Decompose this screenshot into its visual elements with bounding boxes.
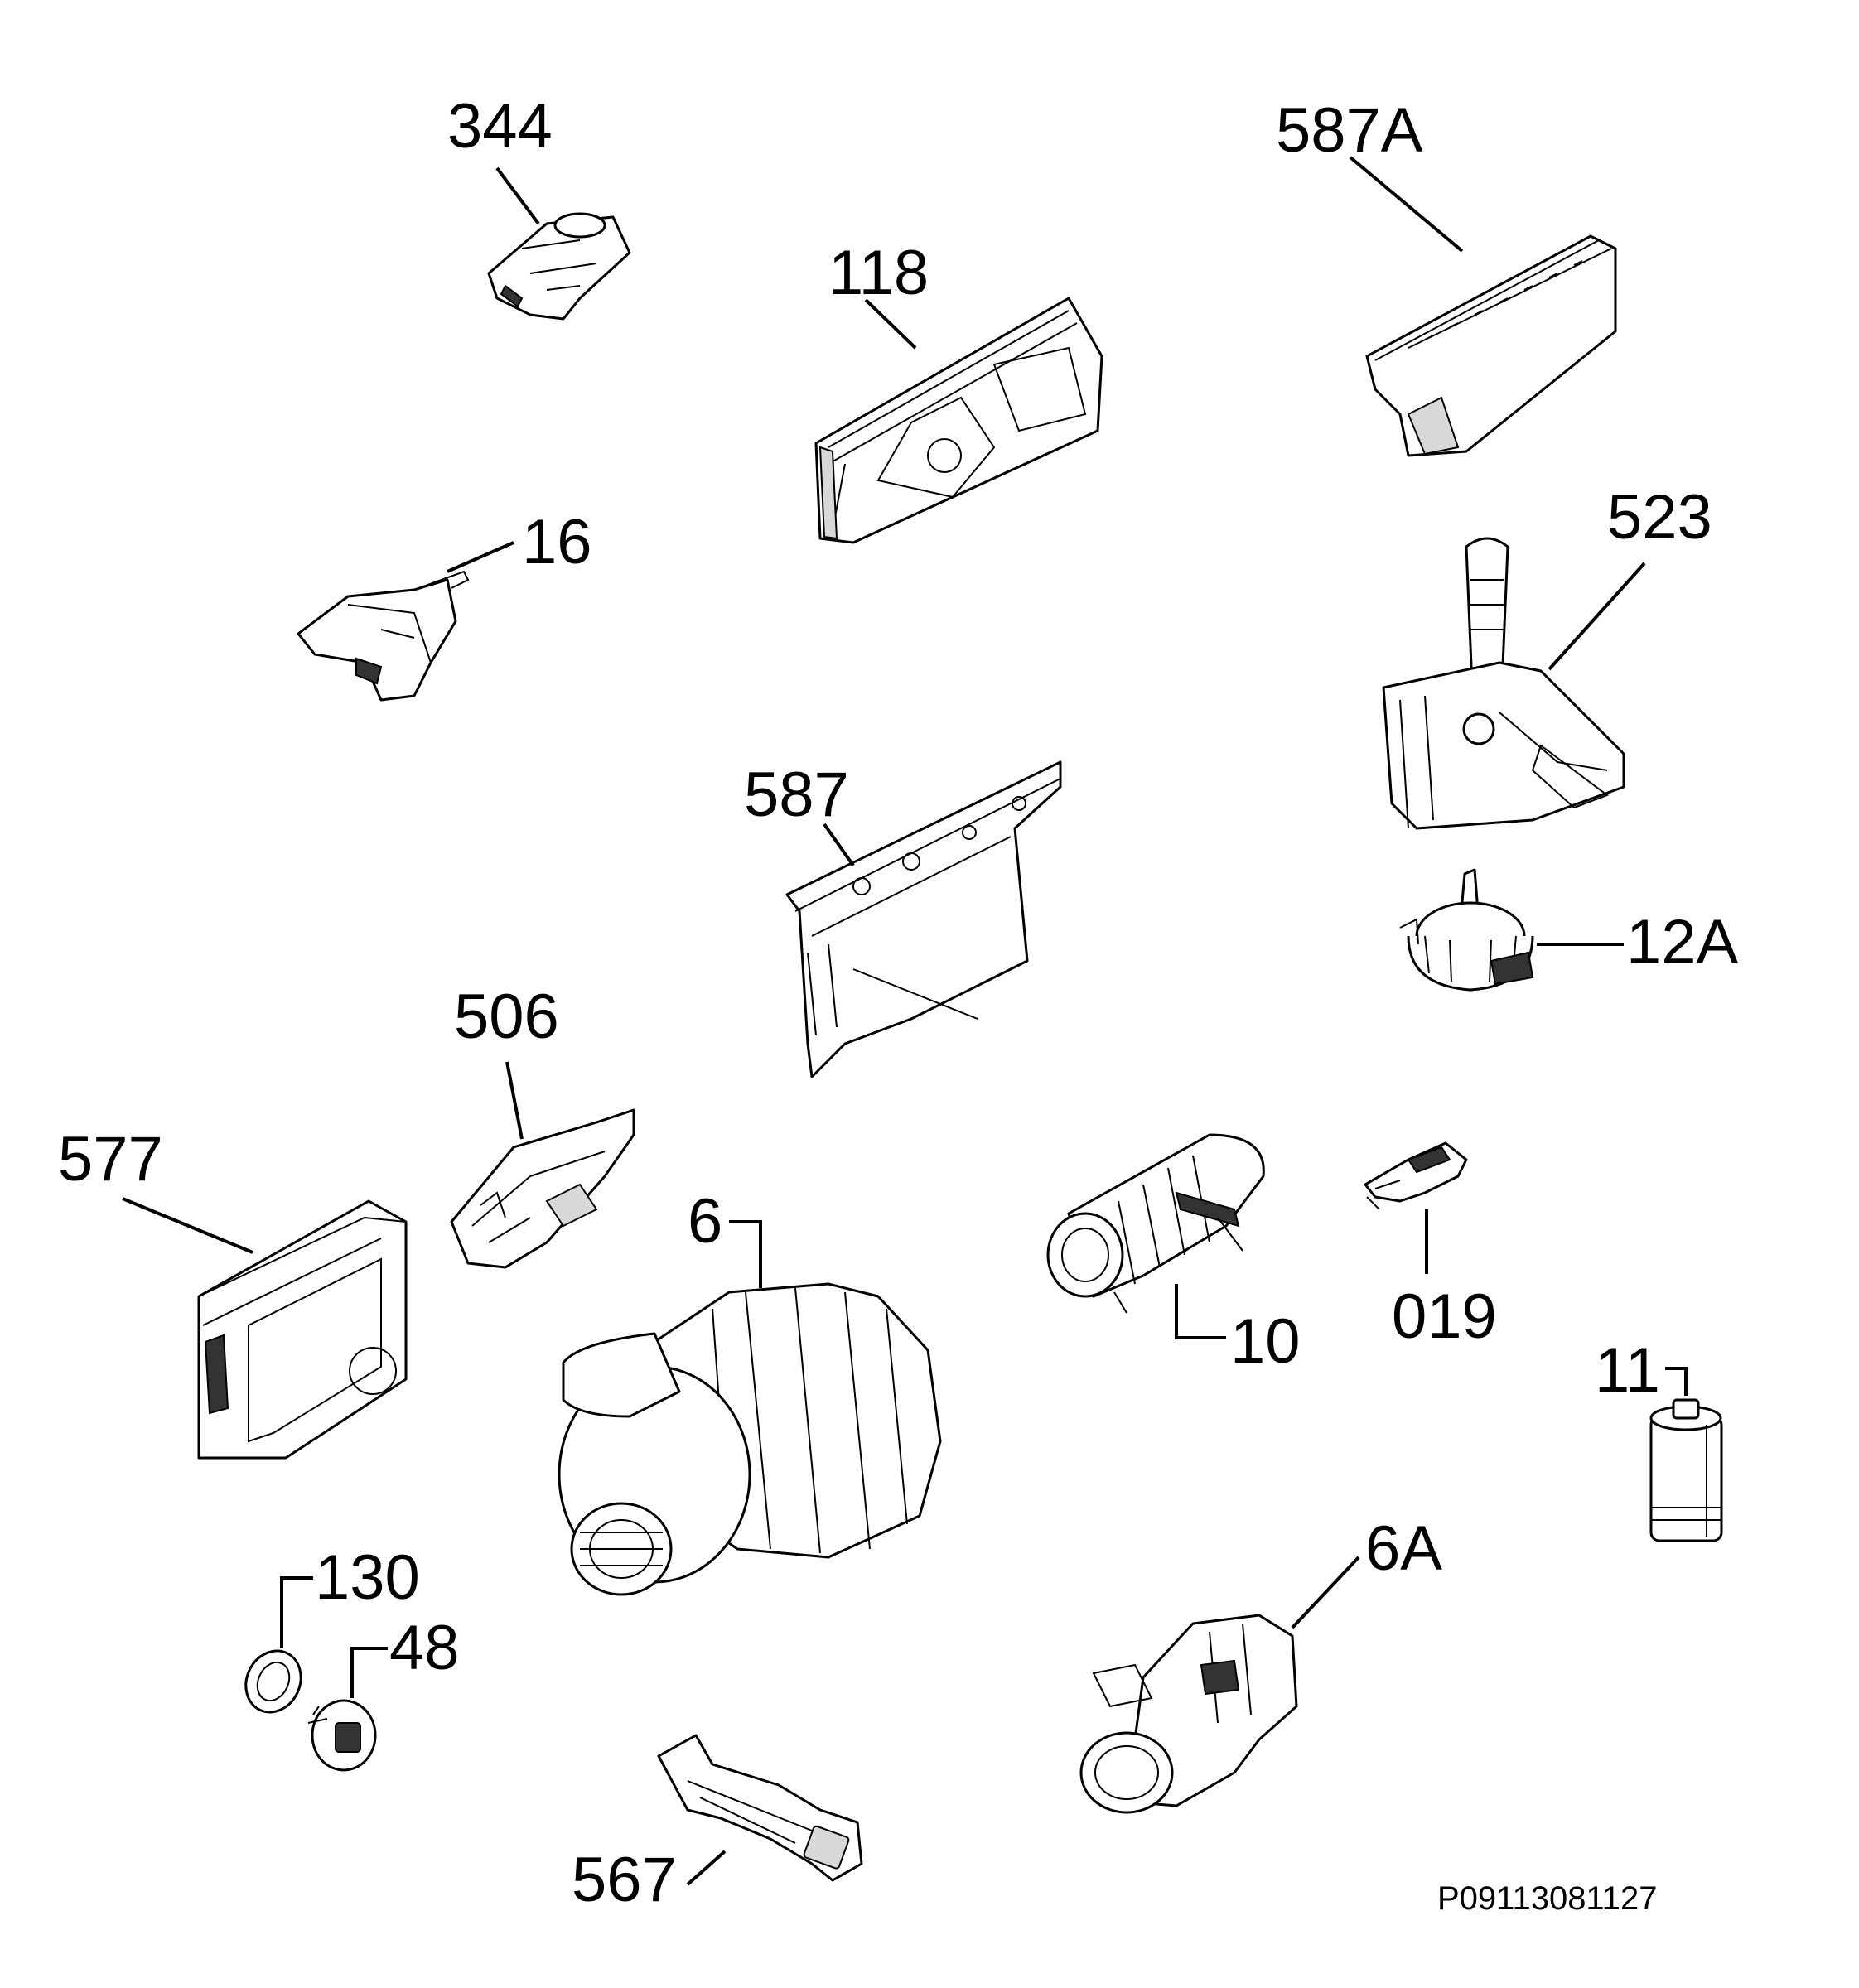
- callout-6: 6: [688, 1186, 722, 1257]
- plug-icon: [307, 1699, 377, 1772]
- module-bracket-icon: [785, 760, 1062, 1078]
- callout-12A: 12A: [1626, 907, 1739, 977]
- water-inlet-icon: [1382, 537, 1625, 830]
- drain-pump-icon: [1079, 1614, 1298, 1814]
- drawing-id: P09113081127: [1437, 1880, 1657, 1917]
- callout-130: 130: [315, 1542, 420, 1613]
- electronic-module-icon: [1365, 234, 1617, 457]
- callout-587A: 587A: [1276, 95, 1423, 166]
- control-panel-icon: [814, 297, 1103, 544]
- circulation-pump-icon: [558, 1282, 942, 1596]
- callout-118: 118: [828, 238, 929, 308]
- callout-10: 10: [1230, 1306, 1301, 1377]
- capacitor-icon: [1649, 1398, 1723, 1542]
- pressure-switch-icon: [1399, 868, 1534, 992]
- callout-11: 11: [1595, 1335, 1660, 1406]
- callout-344: 344: [447, 91, 553, 162]
- callout-6A: 6A: [1365, 1513, 1442, 1584]
- callout-019: 019: [1392, 1281, 1497, 1352]
- clip-holder-icon: [450, 1108, 635, 1269]
- hose-clamp-icon: [657, 1734, 863, 1882]
- callout-48: 48: [389, 1613, 460, 1683]
- connector-icon: [1364, 1141, 1468, 1210]
- callout-523: 523: [1607, 482, 1712, 552]
- housing-box-icon: [197, 1199, 408, 1460]
- callout-506: 506: [454, 982, 559, 1052]
- callout-577: 577: [58, 1124, 163, 1194]
- door-switch-icon: [297, 570, 470, 702]
- callout-567: 567: [572, 1845, 677, 1915]
- seal-ring-icon: [244, 1649, 302, 1714]
- heater-icon: [1046, 1133, 1265, 1314]
- latch-icon: [487, 212, 631, 321]
- callout-587: 587: [744, 760, 849, 830]
- callout-16: 16: [522, 507, 592, 577]
